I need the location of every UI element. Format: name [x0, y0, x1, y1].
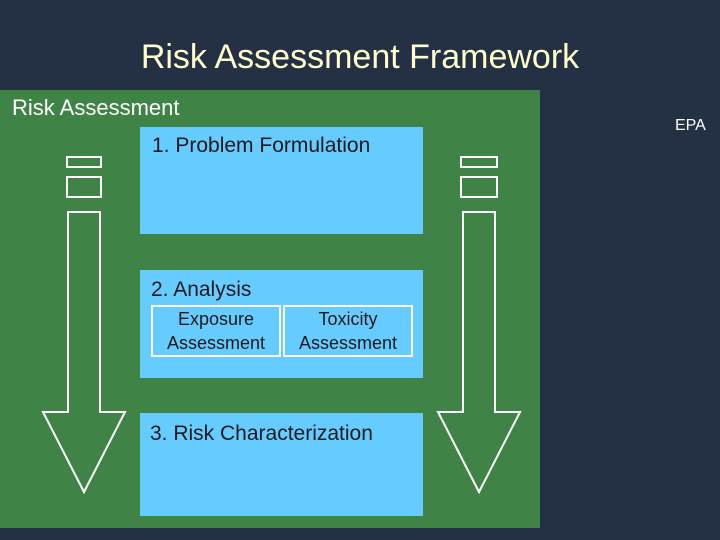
problem-formulation-box [140, 127, 423, 234]
exposure-assessment-line1: Exposure [177, 309, 255, 329]
slide-title: Risk Assessment Framework [140, 38, 580, 76]
right-arrow-bar-top [460, 156, 498, 168]
left-flow-arrow [41, 156, 127, 495]
toxicity-assessment-line2: Assessment [298, 333, 398, 353]
exposure-assessment-box: Exposure Assessment [151, 305, 281, 357]
toxicity-assessment-box: Toxicity Assessment [283, 305, 413, 357]
source-label: EPA [675, 117, 706, 134]
left-arrow-bar-top [66, 156, 102, 168]
exposure-assessment-line2: Assessment [166, 333, 266, 353]
right-arrow-shaft-head [436, 211, 522, 495]
problem-formulation-label: 1. Problem Formulation [152, 134, 371, 157]
risk-characterization-box [140, 413, 423, 516]
left-arrow-shaft-head [41, 211, 127, 495]
right-arrow-bar-bottom [460, 176, 498, 198]
left-arrow-bar-bottom [66, 176, 102, 198]
panel-label: Risk Assessment [12, 95, 180, 120]
toxicity-assessment-line1: Toxicity [318, 309, 378, 329]
analysis-label: 2. Analysis [151, 278, 252, 301]
risk-characterization-label: 3. Risk Characterization [150, 422, 373, 445]
right-flow-arrow [436, 156, 522, 495]
analysis-box [140, 270, 423, 378]
